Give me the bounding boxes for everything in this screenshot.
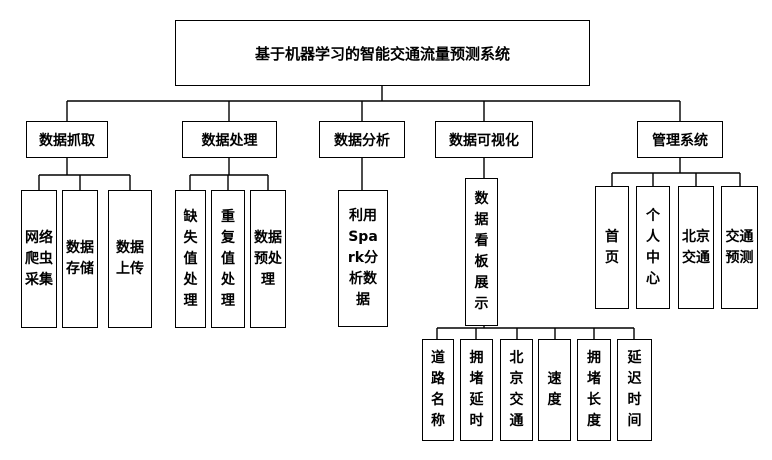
node-speed: 速度 [538, 339, 571, 441]
node-spark-analysis: 利用Spark分析数据 [338, 190, 388, 327]
module-data-processing: 数据处理 [182, 121, 277, 158]
module-label: 数据分析 [334, 132, 390, 149]
node-data-storage: 数据存储 [62, 190, 98, 328]
node-personal-center: 个人中心 [636, 186, 670, 309]
node-dashboard: 数据看板展示 [465, 178, 498, 326]
node-preprocess: 数据预处理 [250, 190, 286, 328]
node-congestion-delay: 拥堵延时 [460, 339, 493, 441]
module-label: 数据可视化 [449, 132, 519, 149]
module-label: 管理系统 [652, 132, 708, 149]
module-label: 数据处理 [201, 132, 258, 149]
root-title-box: 基于机器学习的智能交通流量预测系统 [175, 20, 590, 86]
module-data-analysis: 数据分析 [319, 121, 405, 158]
root-title: 基于机器学习的智能交通流量预测系统 [254, 44, 510, 63]
module-data-visualization: 数据可视化 [435, 121, 533, 158]
module-data-capture: 数据抓取 [26, 121, 108, 158]
node-congestion-length: 拥堵长度 [577, 339, 611, 441]
node-beijing-traffic: 北京交通 [500, 339, 533, 441]
node-delay-time: 延迟时间 [617, 339, 652, 441]
node-admin-beijing-traffic: 北京交通 [678, 186, 714, 309]
node-traffic-prediction: 交通预测 [721, 186, 758, 309]
node-data-upload: 数据上传 [108, 190, 152, 328]
module-label: 数据抓取 [39, 132, 95, 149]
module-admin-system: 管理系统 [637, 121, 723, 158]
node-home: 首页 [595, 186, 629, 309]
node-crawler-collect: 网络爬虫采集 [21, 190, 57, 328]
node-duplicate-value: 重复值处理 [211, 190, 245, 328]
node-missing-value: 缺失值处理 [175, 190, 206, 328]
node-road-name: 道路名称 [422, 339, 454, 441]
